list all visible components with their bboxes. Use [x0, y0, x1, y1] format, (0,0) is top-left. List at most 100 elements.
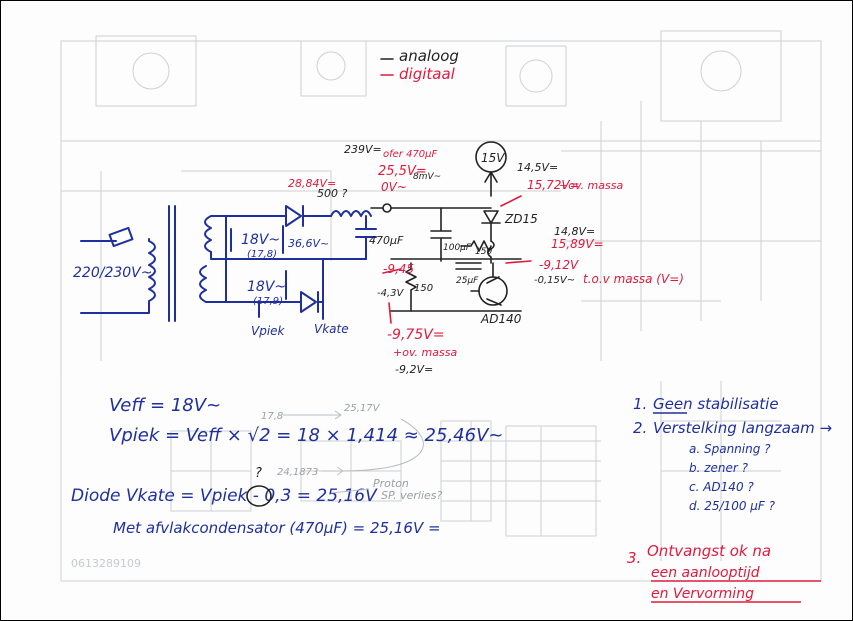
ink-legend: analoog digitaal — [380, 47, 459, 83]
label-top-500: 500 ? — [317, 187, 347, 200]
label-red-1572: 15,72V= — [527, 178, 580, 192]
secondary-winding-upper — [204, 215, 212, 253]
faded-print-code: 0613289109 — [71, 557, 141, 570]
calc-veff: Veff = 18V~ — [109, 395, 221, 416]
note-sub-c: c. AD140 ? — [689, 480, 754, 494]
red-arrow-bottom — [388, 302, 392, 324]
label-cap-470: 470µF — [369, 234, 404, 247]
label-red-tov-massa-2: t.o.v massa (V=) — [583, 272, 684, 286]
mains-leads — [80, 240, 120, 314]
calc-arrow-bottom — [321, 466, 344, 476]
label-top-239: 239V= — [344, 143, 382, 156]
mains-varistor — [108, 226, 134, 248]
label-v-943: -4,3V — [377, 288, 405, 299]
primary-winding — [118, 238, 156, 314]
note-item2-num: 2. — [633, 419, 647, 437]
label-mains: 220/230V~ — [73, 265, 152, 281]
label-v-148: 14,8V= — [554, 225, 595, 238]
note-item1-num: 1. — [633, 395, 647, 413]
label-red-oker: ofer 470µF — [383, 149, 438, 160]
calc-note-2517: 25,17V — [344, 403, 381, 414]
label-red-2884: 28,84V= — [288, 177, 336, 190]
badge-15v-arrow — [484, 171, 498, 197]
label-red-975: -9,75V= — [387, 327, 445, 343]
red-arrow-top — [500, 195, 522, 207]
note-item3-line2: een aanlooptijd — [651, 565, 760, 581]
label-v-kate: Vkate — [314, 322, 349, 336]
calc-arrow-proton — [330, 488, 370, 494]
resistor-150-left — [405, 262, 417, 312]
calc-circle-03 — [246, 485, 272, 507]
label-sec-lower: 18V~ — [247, 279, 286, 295]
red-arrow-right — [505, 260, 532, 264]
zener-resistor — [487, 240, 495, 264]
label-red-255: 25,5V= — [378, 164, 427, 179]
cap-100uf — [430, 207, 452, 262]
legend-digital-label: digitaal — [399, 65, 456, 83]
note-sub-a: a. Spanning ? — [689, 442, 771, 456]
secondary-wiring — [205, 215, 322, 303]
label-cap-100: 100µF — [443, 243, 472, 253]
label-sec-middle: 36,6V~ — [288, 237, 329, 250]
circuit-labels: 220/230V~ 18V~ (17,8) 36,6V~ 18V~ (17,9)… — [73, 143, 684, 376]
label-small-8mv: 8mV~ — [413, 172, 441, 182]
calc-diode: Diode Vkate = Vpiek - 0,3 = 25,16V — [71, 486, 378, 506]
choke-coil — [330, 210, 372, 217]
output-terminal — [382, 203, 392, 213]
label-sec-upper-meas: (17,8) — [247, 249, 277, 260]
reservoir-cap — [355, 215, 377, 260]
label-cap-25: 25µF — [456, 276, 479, 286]
label-red-912: -9,12V — [539, 258, 579, 272]
label-badge-15v: 15V — [481, 151, 505, 165]
calc-proton: Proton — [373, 477, 409, 490]
note-item3-line3: en Vervorming — [651, 586, 754, 602]
resistor-150-right — [460, 240, 492, 252]
neg-rail — [390, 258, 522, 312]
calc-note-q: ? — [255, 466, 262, 481]
label-v-piek: Vpiek — [251, 324, 286, 338]
note-sub-b: b. zener ? — [689, 461, 749, 475]
transformer-core — [168, 205, 176, 322]
note-item2-text: Verstelking langzaam → — [653, 419, 832, 437]
red-arrow-left — [382, 268, 402, 274]
transistor-ad140-leads — [470, 262, 502, 306]
label-res-150-right: 150 — [475, 247, 492, 257]
note-item3-line1: Ontvangst ok na — [647, 542, 771, 560]
power-supply-circuit — [80, 141, 532, 324]
note-item3-num: 3. — [627, 549, 641, 567]
label-red-1589: 15,89V= — [551, 237, 604, 251]
label-sec-lower-meas: (17,9) — [253, 296, 283, 307]
zener-diode — [481, 210, 501, 242]
label-red-tov-massa-3: +ov. massa — [393, 346, 457, 359]
label-v-92: -9,2V= — [395, 363, 433, 376]
note-item3-underline — [651, 580, 821, 603]
note-item1-text: Geen stabilisatie — [653, 395, 779, 413]
label-res-150-left: 150 — [414, 283, 433, 294]
label-red-0v: 0V~ — [381, 180, 407, 194]
calc-afvlak: Met afvlakcondensator (470µF) = 25,16V = — [113, 519, 441, 537]
label-red-tov-massa-1: +ov. massa — [559, 179, 623, 192]
note-sub-d: d. 25/100 µF ? — [689, 499, 776, 513]
diode-lower — [300, 258, 324, 313]
sec-voltage-arrows — [230, 225, 287, 300]
calc-sp-verlies: SP. verlies? — [381, 489, 443, 502]
conclusion-notes: 1. Geen stabilisatie 2. Verstelking lang… — [627, 395, 832, 603]
secondary-winding-lower — [199, 265, 207, 303]
calc-curve — [340, 418, 424, 472]
calc-note-2418: 24,1873 — [277, 467, 318, 478]
label-red-945: -9,45 — [383, 262, 414, 276]
calc-arrow-top — [283, 410, 342, 420]
label-zener: ZD15 — [504, 212, 538, 226]
label-v-015: -0,15V~ — [534, 275, 575, 286]
cap-25uf — [455, 262, 482, 270]
legend-analog-label: analoog — [399, 47, 459, 65]
diode-upper — [285, 205, 332, 227]
calc-vpiek: Vpiek = Veff × √2 = 18 × 1,414 ≈ 25,46V~ — [109, 425, 503, 446]
label-transistor: AD140 — [480, 312, 522, 326]
calculations-block: Veff = 18V~ Vpiek = Veff × √2 = 18 × 1,4… — [71, 395, 503, 537]
label-sec-upper: 18V~ — [241, 232, 280, 248]
label-v-145: 14,5V= — [517, 161, 558, 174]
